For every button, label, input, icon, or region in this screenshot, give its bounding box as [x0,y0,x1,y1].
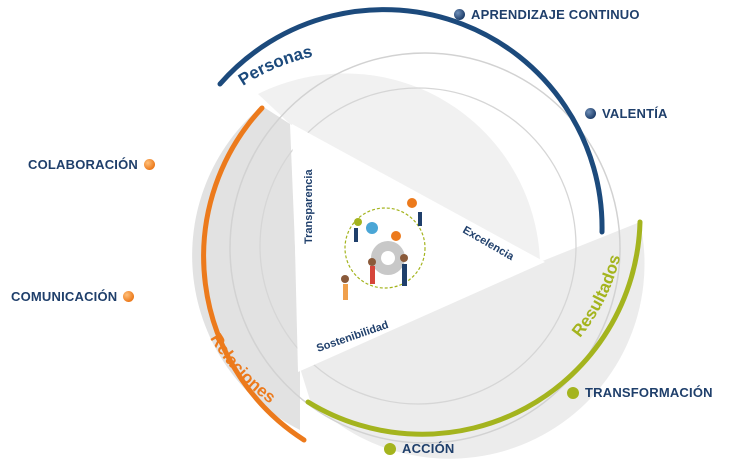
aprendizaje-continuo-value: APRENDIZAJE CONTINUO [454,7,640,22]
bullet-dot-icon [144,159,156,170]
accion-value: ACCIÓN [384,441,454,456]
valentia-text: VALENTÍA [602,106,668,121]
bullet-dot-icon [454,9,465,20]
transformacion-text: TRANSFORMACIÓN [585,385,713,400]
bullet-dot-icon [384,442,396,455]
colaboracion-text: COLABORACIÓN [28,157,139,172]
center-triangle [292,124,545,372]
transformacion-value: TRANSFORMACIÓN [567,385,713,400]
people-gears-illustration [341,198,426,300]
bullet-dot-icon [585,108,596,119]
relaciones-sector [192,106,300,430]
resultados-sector [300,222,645,459]
valentia-value: VALENTÍA [585,106,668,121]
ring-inner [259,87,577,405]
comunicacion-text: COMUNICACIÓN [11,289,118,304]
accion-text: ACCIÓN [402,441,455,456]
personas-arc [217,7,605,235]
ring-outer [229,52,621,444]
bullet-dot-icon [123,291,135,302]
colaboracion-value: COLABORACIÓN [28,157,156,172]
personas-sector [258,73,540,262]
comunicacion-value: COMUNICACIÓN [11,289,135,304]
bullet-dot-icon [567,386,579,399]
transparencia-label: Transparencia [303,169,315,244]
aprendizaje-continuo-text: APRENDIZAJE CONTINUO [471,7,640,22]
resultados-arc [305,219,643,437]
relaciones-arc [201,105,307,443]
